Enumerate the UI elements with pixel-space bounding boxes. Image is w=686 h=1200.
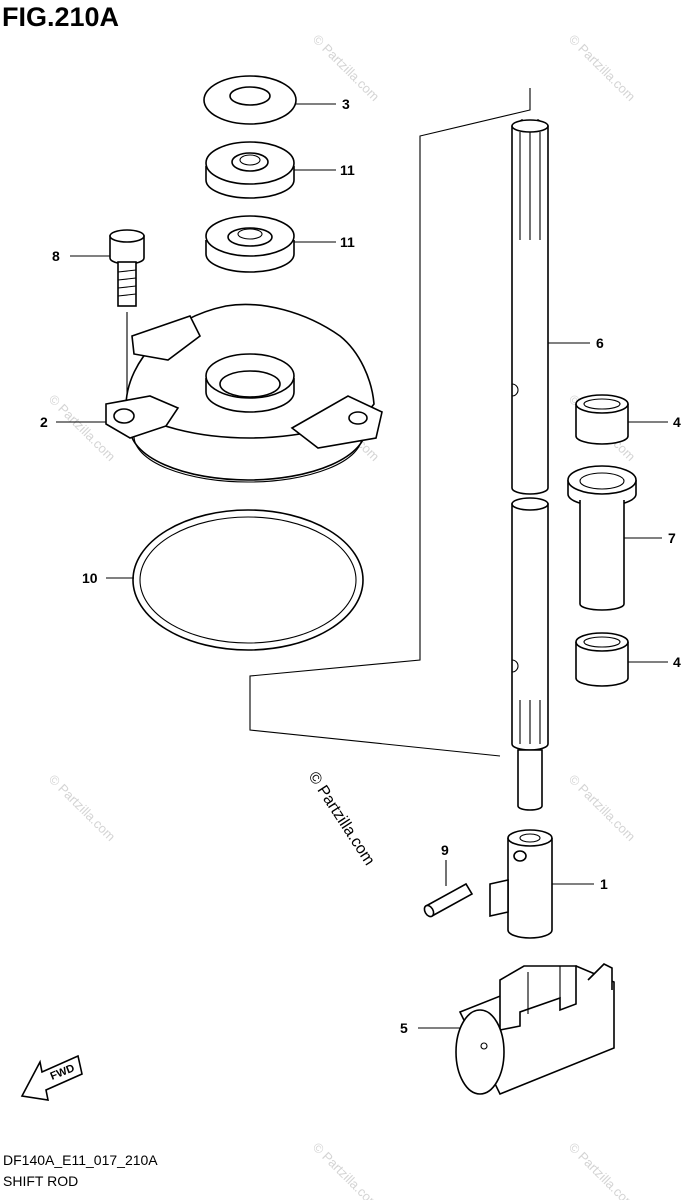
center-watermark: © Partzilla.com xyxy=(305,769,378,869)
leader-lines xyxy=(56,103,668,1029)
watermark: © Partzilla.com xyxy=(566,1140,639,1200)
part-5-shift-cam xyxy=(455,963,615,1096)
part-3-washer xyxy=(203,75,297,125)
watermark: © Partzilla.com xyxy=(566,32,639,105)
callout-7: 7 xyxy=(668,530,676,546)
callout-6: 6 xyxy=(596,335,604,351)
part-1-shift-joint xyxy=(489,829,553,939)
callout-5: 5 xyxy=(400,1020,408,1036)
part-2-housing xyxy=(105,303,383,483)
watermark: © Partzilla.com xyxy=(310,32,383,105)
callout-4: 4 xyxy=(673,414,681,430)
callout-9: 9 xyxy=(441,842,449,858)
part-6-shift-rod xyxy=(511,119,549,495)
callout-8: 8 xyxy=(52,248,60,264)
callout-4: 4 xyxy=(673,654,681,670)
part-9-pin xyxy=(423,882,474,918)
part-7-flanged-bush xyxy=(567,465,637,611)
diagram-subtitle: SHIFT ROD xyxy=(3,1173,79,1189)
part-4-bush-lower xyxy=(575,632,629,687)
part-11-oil-seal-upper xyxy=(205,141,295,199)
part-11-oil-seal-lower xyxy=(205,215,295,273)
watermark: © Partzilla.com xyxy=(566,772,639,845)
callout-3: 3 xyxy=(342,96,350,112)
part-4-bush-upper xyxy=(575,394,629,445)
callout-11: 11 xyxy=(340,162,355,178)
callout-10: 10 xyxy=(82,570,98,586)
part-10-o-ring xyxy=(132,509,364,651)
part-6-shift-rod-lower xyxy=(511,497,549,811)
watermark: © Partzilla.com xyxy=(46,392,119,465)
callout-11: 11 xyxy=(340,234,355,250)
fwd-direction-arrow: FWD xyxy=(20,1054,83,1101)
watermark: © Partzilla.com xyxy=(310,1140,383,1200)
part-8-bolt xyxy=(109,229,145,402)
callout-1: 1 xyxy=(600,876,608,892)
assembly-bracket xyxy=(249,88,531,757)
figure-title: FIG.210A xyxy=(2,2,120,32)
watermark: © Partzilla.com xyxy=(46,772,119,845)
diagram-code: DF140A_E11_017_210A xyxy=(3,1152,158,1168)
callout-2: 2 xyxy=(40,414,48,430)
callout-numbers: 3 11 11 8 6 2 4 7 10 4 9 1 5 xyxy=(40,96,681,1036)
